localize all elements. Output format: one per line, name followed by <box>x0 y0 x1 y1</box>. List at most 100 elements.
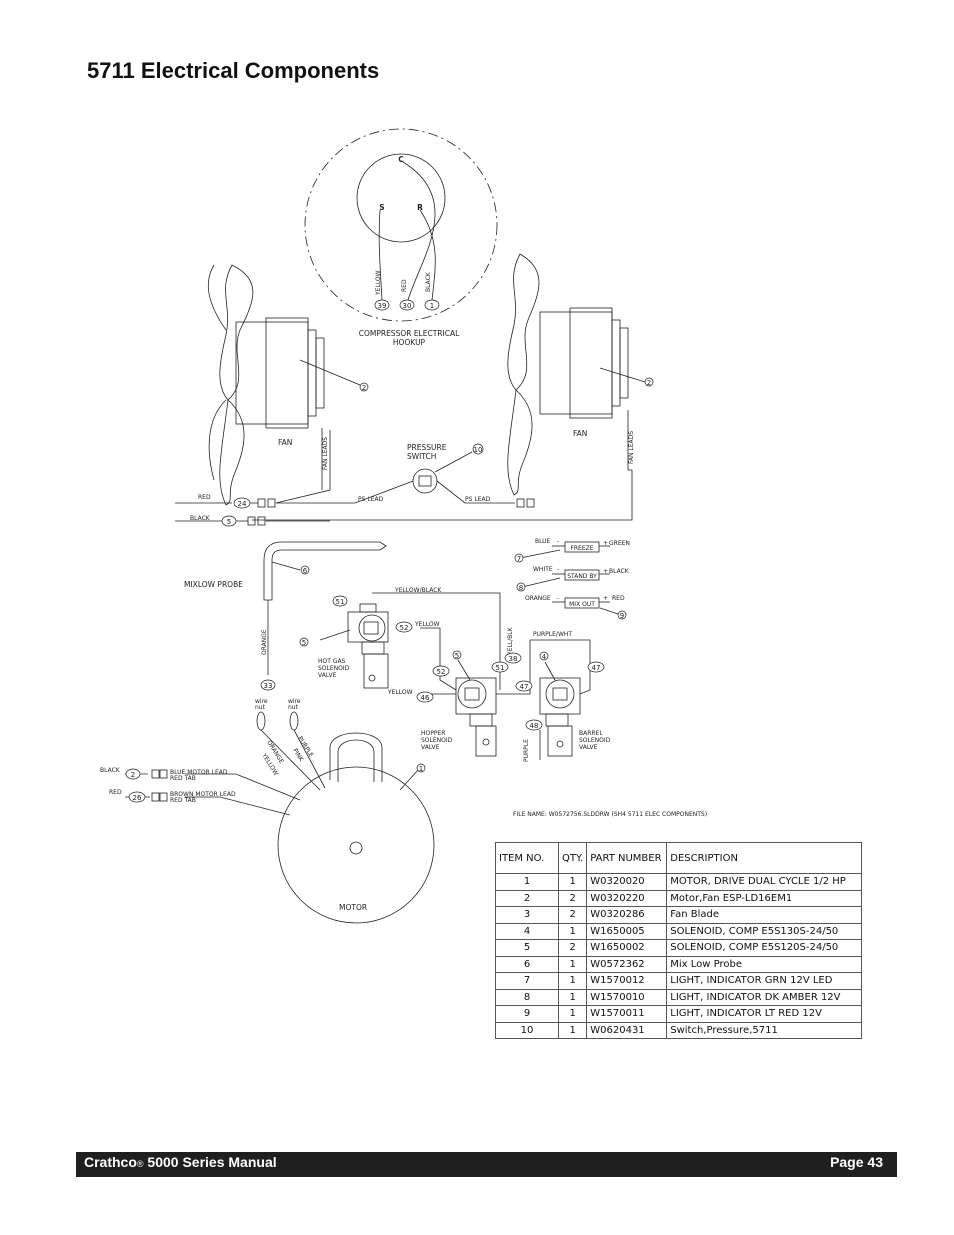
wire-number: 2 <box>131 771 135 779</box>
page-title: 5711 Electrical Components <box>87 58 380 83</box>
wire-number: 30 <box>403 302 412 310</box>
hopper-label-2: SOLENOID <box>421 737 453 744</box>
hot-gas-valve <box>347 611 389 643</box>
compressor-label: COMPRESSOR ELECTRICAL <box>359 329 460 338</box>
table-cell: 10 <box>495 1021 559 1039</box>
table-row: 1 1 W0320020 MOTOR, DRIVE DUAL CYCLE 1/2… <box>495 873 862 891</box>
table-row: 7 1 W1570012 LIGHT, INDICATOR GRN 12V LE… <box>495 972 862 990</box>
table-header: QTY. <box>557 842 588 874</box>
wire-nut-label: wire <box>255 698 268 705</box>
orange-light-wire: ORANGE <box>525 595 551 602</box>
table-cell: 1 <box>557 1021 588 1039</box>
table-cell: 2 <box>557 906 588 924</box>
parts-table: ITEM NO. QTY. PART NUMBER DESCRIPTION 1 … <box>495 842 862 1039</box>
plus-sign: + <box>603 595 608 602</box>
page-number: Page 43 <box>830 1154 883 1170</box>
table-cell: Mix Low Probe <box>666 955 862 973</box>
yellow-wire: YELLOW <box>414 621 440 628</box>
pressure-switch-label-2: SWITCH <box>407 452 436 461</box>
table-row: 8 1 W1570010 LIGHT, INDICATOR DK AMBER 1… <box>495 988 862 1006</box>
table-cell: Switch,Pressure,5711 <box>666 1021 862 1039</box>
barrel-label-2: SOLENOID <box>579 737 611 744</box>
freeze-light <box>564 541 600 553</box>
light-item-number: 7 <box>517 555 521 563</box>
mixout-label: MIX OUT <box>569 601 595 608</box>
table-cell: 2 <box>495 889 559 907</box>
file-name: FILE NAME: W0572756.SLDDRW (SH4 5711 ELE… <box>513 811 707 818</box>
compressor-label-2: HOOKUP <box>393 338 426 347</box>
table-cell: Motor,Fan ESP-LD16EM1 <box>666 889 862 907</box>
ps-lead-left: PS LEAD <box>358 496 384 503</box>
red-light-wire: RED <box>612 595 625 602</box>
wire-number: 48 <box>530 722 539 730</box>
hot-gas-label-2: SOLENOID <box>318 665 350 672</box>
wire-number: 52 <box>437 668 446 676</box>
table-cell: LIGHT, INDICATOR DK AMBER 12V <box>666 988 862 1006</box>
table-cell: W1570011 <box>586 1005 668 1023</box>
plus-sign: + <box>603 540 608 547</box>
right-fan-label: FAN <box>573 429 587 438</box>
table-cell: 1 <box>557 972 588 990</box>
left-fan-label: FAN <box>278 438 292 447</box>
table-cell: 7 <box>495 972 559 990</box>
table-header-row: ITEM NO. QTY. PART NUMBER DESCRIPTION <box>495 842 862 874</box>
wire-nut-label-2: nut <box>255 704 266 711</box>
table-row: 6 1 W0572362 Mix Low Probe <box>495 955 862 973</box>
wire-number: 33 <box>264 682 273 690</box>
table-row: 4 1 W1650005 SOLENOID, COMP E5S130S-24/5… <box>495 922 862 940</box>
minus-sign: - <box>557 566 559 573</box>
table-header: ITEM NO. <box>495 842 559 874</box>
brown-lead-label-2: RED TAB <box>170 797 196 804</box>
motor-item-number: 1 <box>419 765 423 773</box>
table-row: 2 2 W0320220 Motor,Fan ESP-LD16EM1 <box>495 889 862 907</box>
table-cell: W0320020 <box>586 873 668 891</box>
yell-blk-wire: YELL/BLK <box>507 626 514 656</box>
hot-gas-item-number: 5 <box>302 639 306 647</box>
light-item-number: 9 <box>620 612 624 620</box>
wire-number: 47 <box>520 683 529 691</box>
purple-wire: PURPLE <box>523 739 530 762</box>
table-cell: W0320286 <box>586 906 668 924</box>
black-lead-label: BLACK <box>190 515 211 522</box>
motor-black-label: BLACK <box>100 767 121 774</box>
blue-wire: BLUE <box>535 538 551 545</box>
compressor-red-wire: RED <box>401 279 408 292</box>
registered-mark: ® <box>136 1159 144 1169</box>
wire-number: 5 <box>227 518 231 526</box>
table-cell: Fan Blade <box>666 906 862 924</box>
blue-lead-label: BLUE MOTOR LEAD <box>170 769 228 776</box>
mixout-light <box>564 597 600 609</box>
fan-leads-left: FAN LEADS <box>322 437 329 470</box>
compressor-terminal-block <box>356 153 446 243</box>
table-cell: 3 <box>495 906 559 924</box>
wire-number: 1 <box>430 302 434 310</box>
footer-manual: 5000 Series Manual <box>143 1154 277 1170</box>
table-cell: SOLENOID, COMP E5S120S-24/50 <box>666 939 862 957</box>
hot-gas-label: HOT GAS <box>318 658 346 665</box>
compressor-yellow-wire: YELLOW <box>375 270 382 296</box>
probe-item-number: 6 <box>303 567 308 575</box>
hopper-label: HOPPER <box>421 730 445 737</box>
mixlow-probe <box>263 541 387 601</box>
table-cell: 4 <box>495 922 559 940</box>
table-cell: SOLENOID, COMP E5S130S-24/50 <box>666 922 862 940</box>
wire-number: 51 <box>336 598 345 606</box>
table-row: 9 1 W1570011 LIGHT, INDICATOR LT RED 12V <box>495 1005 862 1023</box>
fan-leads-right: FAN LEADS <box>628 431 635 464</box>
table-header: PART NUMBER <box>586 842 668 874</box>
minus-sign: - <box>557 595 559 602</box>
table-cell: 1 <box>557 955 588 973</box>
pressure-switch <box>412 468 438 494</box>
barrel-item-number: 4 <box>542 653 547 661</box>
right-fan-blade <box>507 253 540 391</box>
footer-brand: Crathco <box>84 1154 137 1170</box>
compressor-black-wire: BLACK <box>425 271 432 292</box>
table-cell: W0620431 <box>586 1021 668 1039</box>
table-cell: W1570012 <box>586 972 668 990</box>
wire-number: 47 <box>592 664 601 672</box>
table-cell: 1 <box>557 873 588 891</box>
hot-gas-label-3: VALVE <box>318 672 337 679</box>
table-cell: W0572362 <box>586 955 668 973</box>
fan-item-number: 2 <box>362 384 366 392</box>
